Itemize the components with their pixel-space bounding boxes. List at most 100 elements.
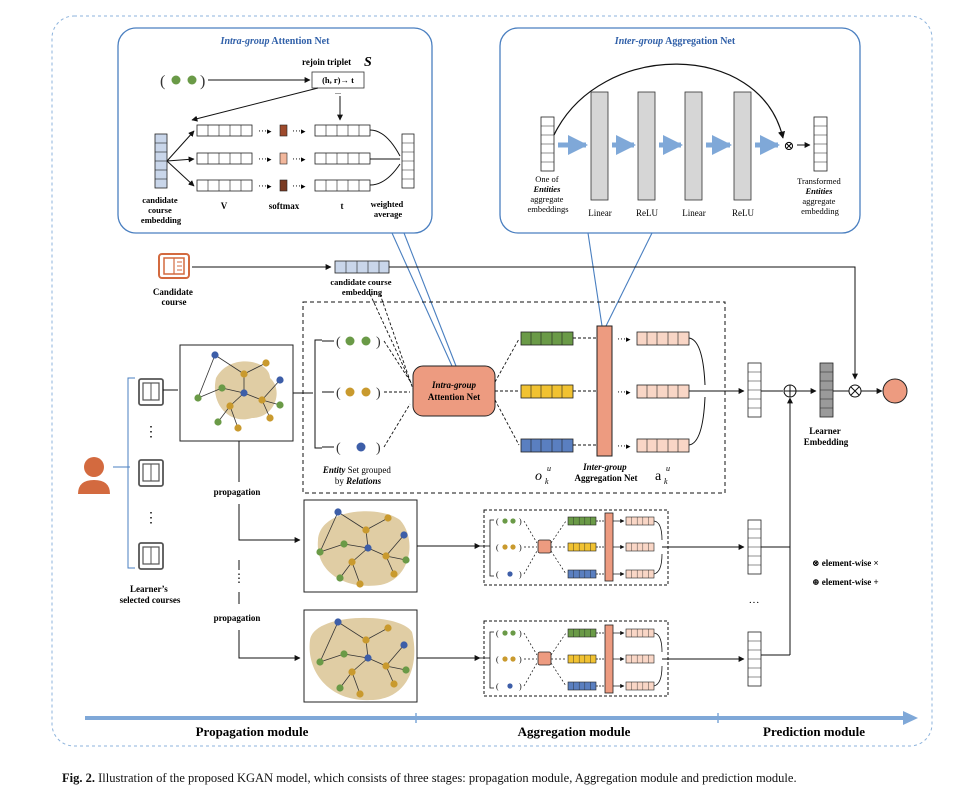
rejoin-triplet-label: rejoin triplet [302,57,351,67]
a-symbol: a [655,469,662,484]
candidate-embed-label: candidate course embedding [330,277,393,297]
svg-text:···: ··· [749,597,760,609]
aggregation-module-label: Aggregation module [518,724,631,739]
entity-groups: ( ) ( ) ( ) [336,335,381,456]
candidate-embedding-vector [154,133,168,189]
relu-layer [637,91,656,201]
svg-text:···▸: ···▸ [292,126,306,136]
svg-text:): ) [519,517,522,526]
triplet-text: (h, r)→ t [322,75,354,85]
svg-text:···▸: ···▸ [258,181,272,191]
entity-set-label: Entity Set grouped by Relations [322,465,393,486]
selected-courses-label: Learner’s selected courses [120,584,181,605]
svg-text:): ) [376,335,381,350]
svg-text:(: ( [496,543,499,552]
svg-text:ReLU: ReLU [732,208,754,218]
candidate-course-embedding [334,260,390,274]
svg-text:ReLU: ReLU [636,208,658,218]
aggregation-main-box [302,301,726,494]
entity-green [187,75,197,85]
svg-text:⋮: ⋮ [233,571,245,585]
propagation-label: propagation [214,613,261,623]
svg-text:(: ( [336,441,341,456]
hop-vector [747,362,762,418]
svg-text:(: ( [496,570,499,579]
intra-net-title: Intra-group Attention Net [220,36,331,47]
svg-text:): ) [519,543,522,552]
propagation-label: propagation [214,487,261,497]
svg-text:···▸: ···▸ [292,181,306,191]
aggregation-mini-box-hop-1: () () () [480,509,669,586]
entity-green [171,75,181,85]
o-symbol: o [535,469,542,484]
legend-times: ⊗ element-wise × [812,558,879,568]
knowledge-graph-hop-h [303,609,418,703]
candidate-course-label: Candidate course [153,287,195,307]
svg-text:Intra-group: Intra-group [431,380,477,390]
svg-text:(: ( [496,517,499,526]
svg-text:Linear: Linear [588,208,611,218]
intra-group-attention-panel: Intra-group Attention Net ( ) rejoin tri… [117,27,433,234]
figure-caption: Fig. 2. Illustration of the proposed KGA… [62,771,942,786]
triplet-symbol: S [364,55,372,70]
svg-text:···▸: ···▸ [617,387,631,397]
svg-text:): ) [519,570,522,579]
triplet-box [311,71,365,89]
prediction-module-label: Prediction module [763,724,865,739]
svg-text:k: k [545,477,549,486]
learner-embedding-vector [819,362,834,418]
hop-vector [747,519,762,575]
svg-text:Attention Net: Attention Net [428,392,480,402]
selected-courses-list: ⋮ ⋮ [138,378,164,570]
svg-text:(: ( [496,655,499,664]
weighted-average-vector [401,133,415,189]
prediction-output [882,378,908,404]
svg-text:···▸: ···▸ [617,441,631,451]
svg-text:···▸: ···▸ [292,154,306,164]
svg-text:(: ( [496,629,499,638]
candidate-embed-label: candidate course embedding [141,195,182,225]
svg-text:u: u [666,464,670,473]
inter-group-aggregation-bar [596,325,613,457]
t-label: t [341,201,344,211]
svg-text:Linear: Linear [682,208,705,218]
triplet-dots: ... [335,87,341,96]
linear-layer [590,91,609,201]
inter-group-aggregation-panel: Inter-group Aggregation Net One of Entit… [499,27,861,234]
book-icon [138,542,164,570]
svg-text:k: k [664,477,668,486]
book-icon [158,253,190,279]
person-icon [78,457,110,494]
weighted-average-label: weighted average [371,199,406,219]
book-icon [138,378,164,406]
caption-prefix: Fig. 2. [62,771,95,785]
legend-plus: ⊕ element-wise + [812,577,879,587]
learner-embedding-label: Learner Embedding [804,426,849,447]
svg-text:): ) [519,682,522,691]
svg-text:): ) [519,629,522,638]
linear-layer [684,91,703,201]
book-icon [138,459,164,487]
knowledge-graph-hop-0 [179,344,294,442]
svg-text:···▸: ···▸ [258,154,272,164]
svg-text:u: u [547,464,551,473]
inter-net-title: Inter-group Aggregation Net [614,36,736,47]
svg-text:(: ( [336,335,341,350]
caption-text: Illustration of the proposed KGAN model,… [94,771,797,785]
softmax-label: softmax [269,201,300,211]
aggregation-net-label: Inter-group Aggregation Net [574,462,637,483]
svg-text:): ) [376,441,381,456]
relu-layer [733,91,752,201]
svg-text:⋮: ⋮ [144,425,158,440]
svg-text:): ) [376,386,381,401]
svg-text:): ) [200,73,205,90]
hop-vector [747,631,762,687]
group-embeddings [520,331,574,453]
v-label: V [221,201,228,211]
svg-text:(: ( [336,386,341,401]
otimes-symbol: ⊗ [784,138,795,153]
svg-text:(: ( [496,682,499,691]
svg-text:···▸: ···▸ [258,126,272,136]
outer-frame [51,15,933,747]
